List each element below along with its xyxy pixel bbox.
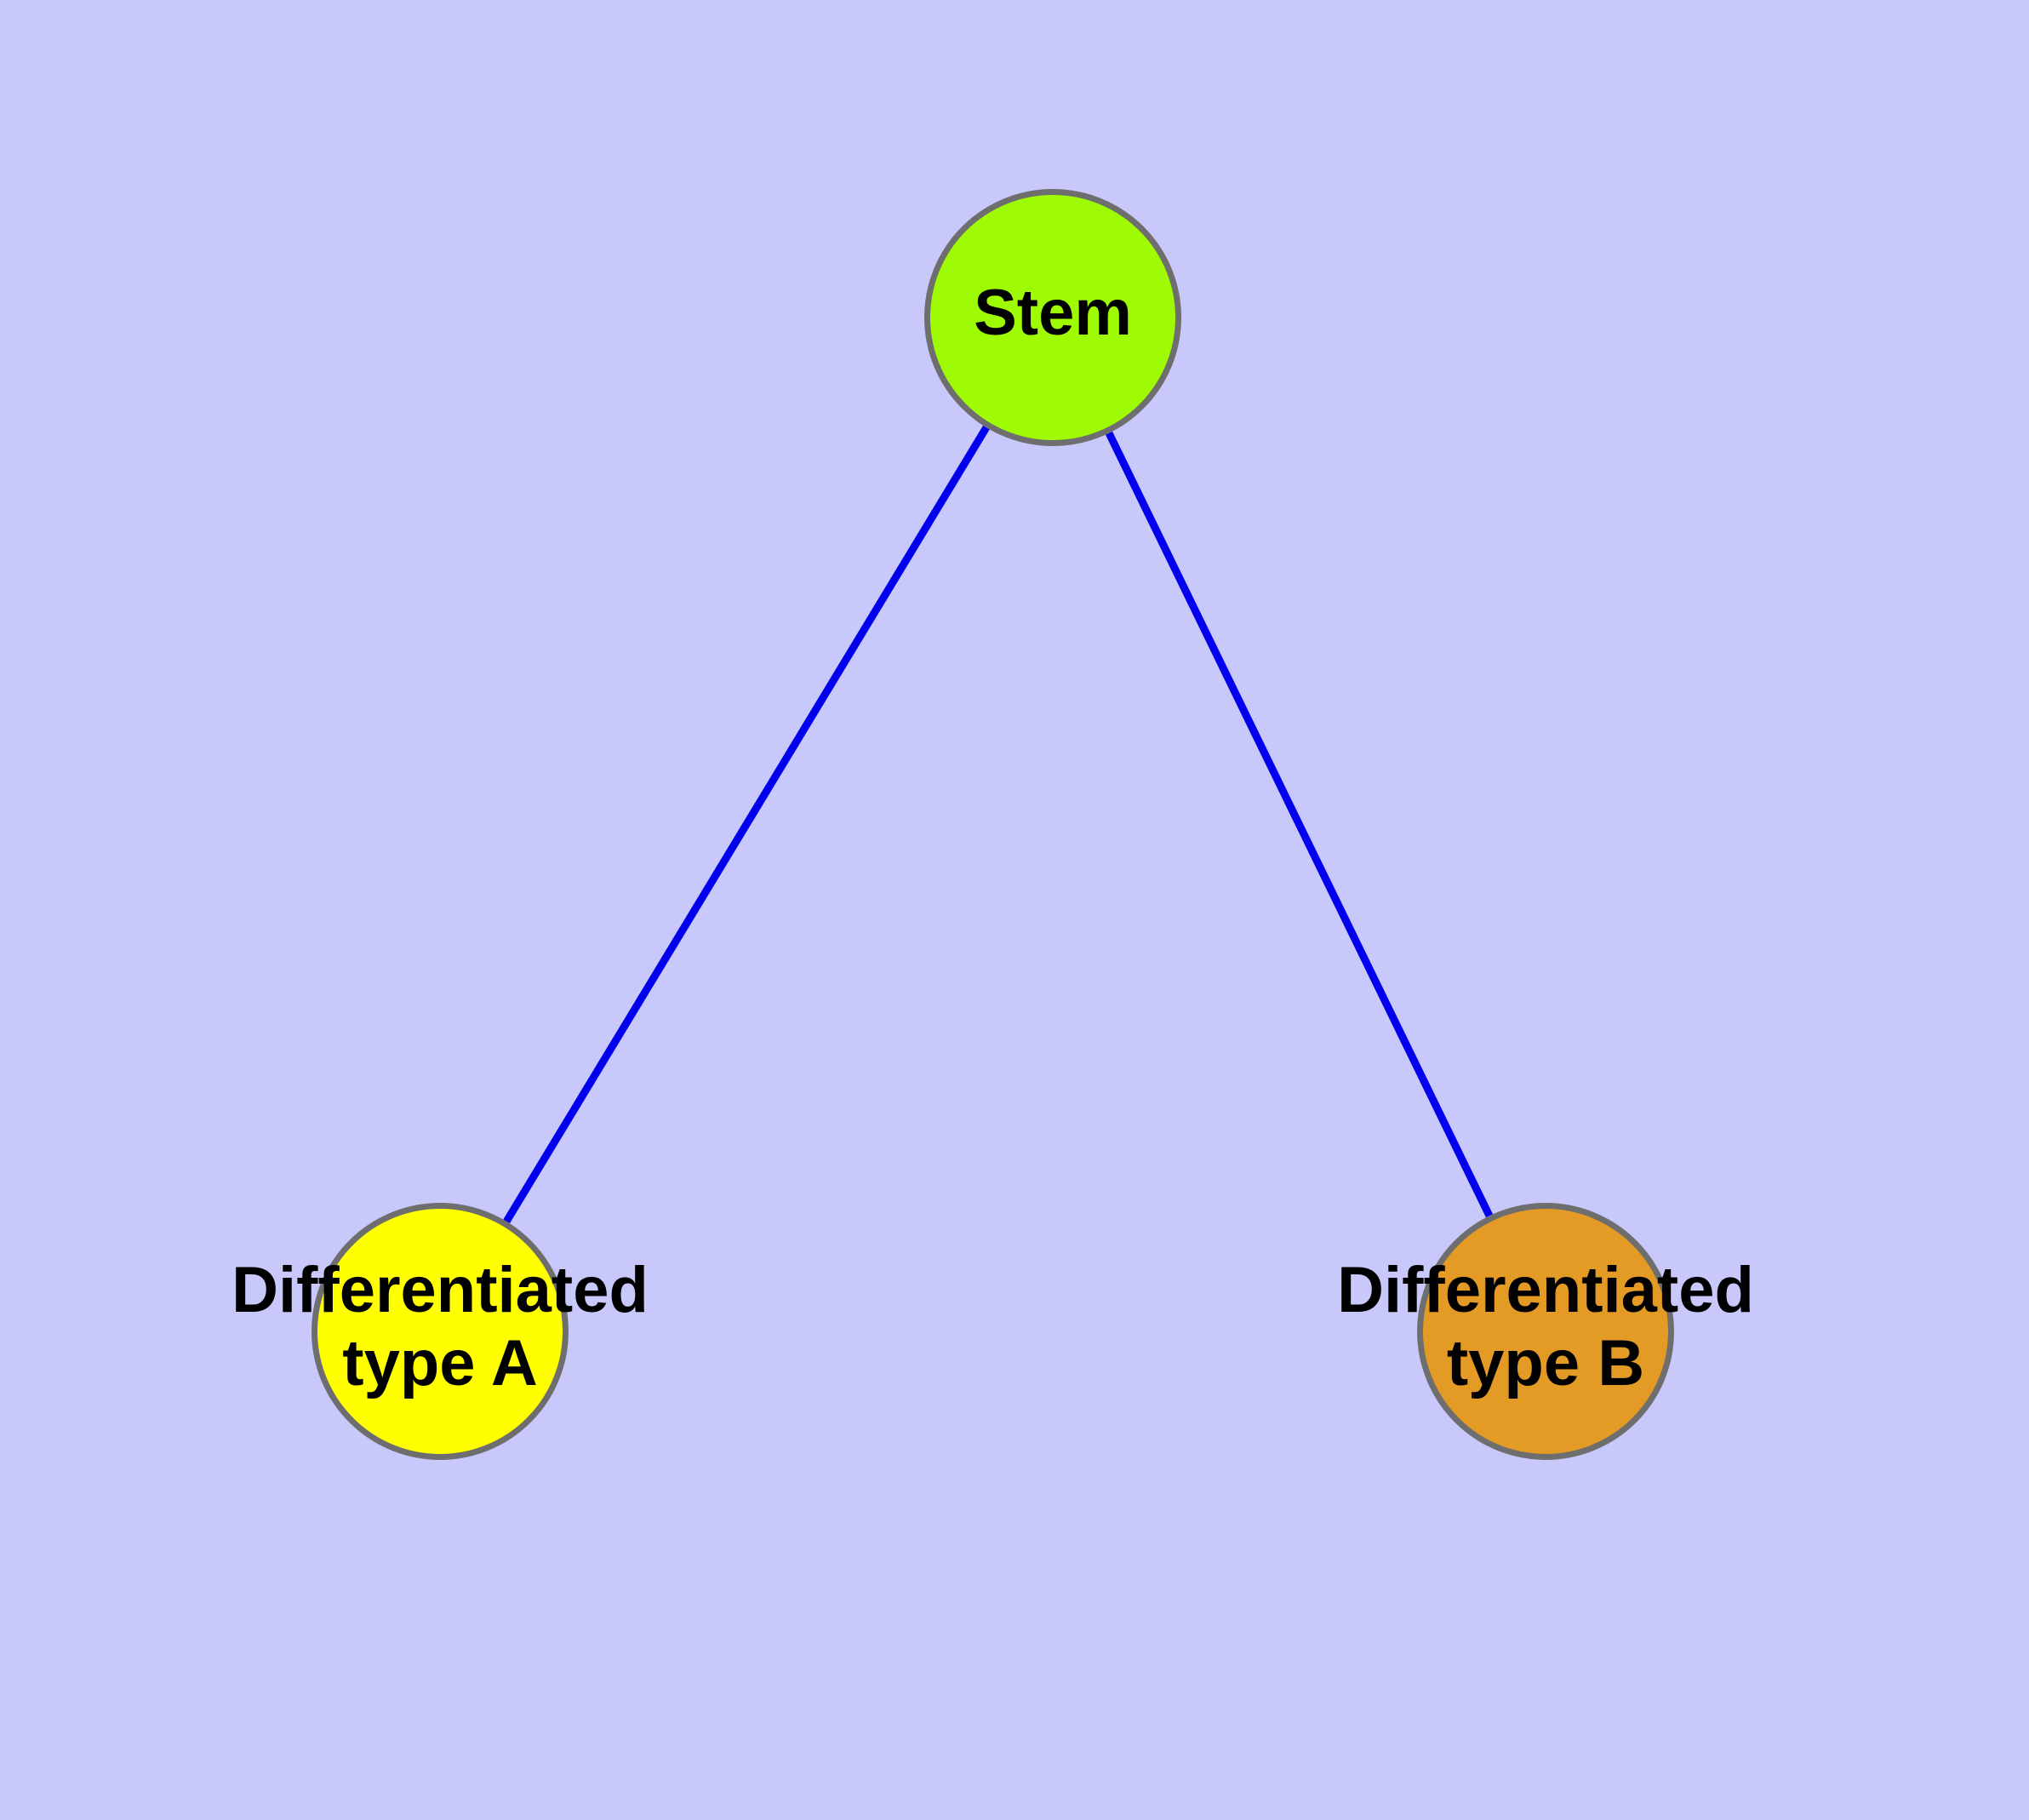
node-label-line: Differentiated [1337,1254,1754,1326]
edge-stem-to-diff_a[interactable] [503,425,990,1224]
nodes-layer [311,189,1674,1460]
edges-layer [503,425,1494,1224]
node-label-line: Differentiated [231,1254,649,1326]
node-diff_a[interactable] [311,1203,569,1460]
node-diff_b[interactable] [1417,1203,1674,1460]
node-label-line: type B [1447,1327,1644,1399]
node-stem[interactable] [924,189,1181,446]
edge-stem-to-diff_b[interactable] [1105,431,1494,1218]
node-label-stem: Stem [974,277,1132,349]
node-label-line: type A [342,1327,537,1399]
node-label-line: Stem [974,277,1132,349]
